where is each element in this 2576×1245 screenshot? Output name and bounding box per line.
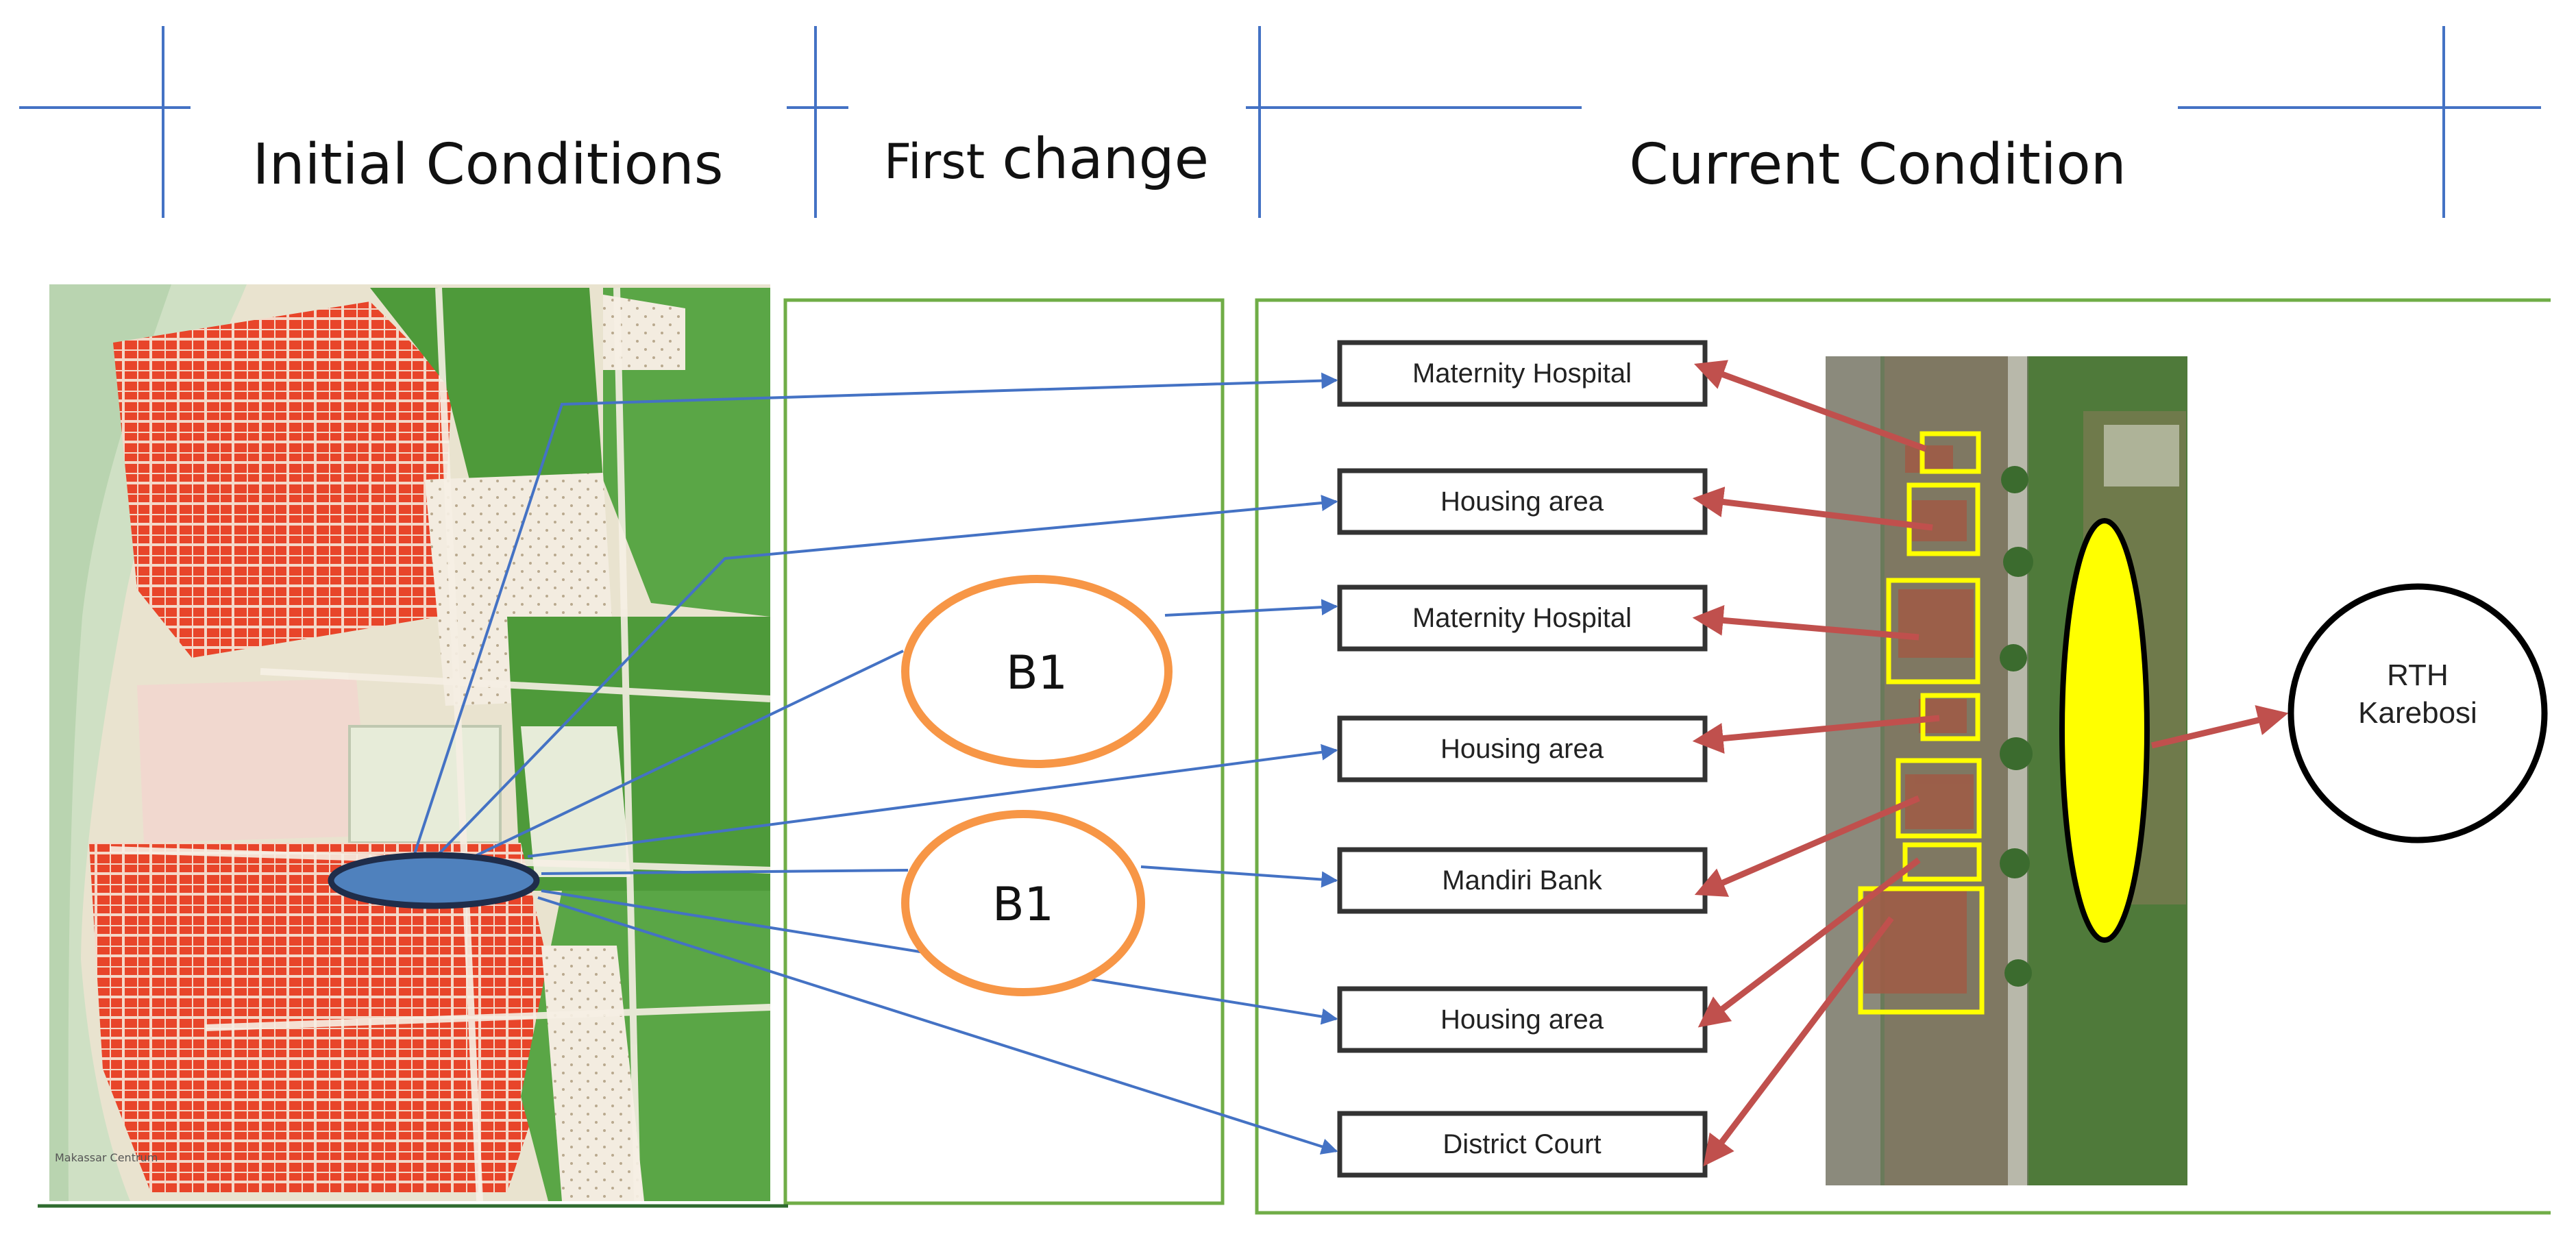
red-arrow-4	[1692, 715, 1940, 754]
map-legend-text: Makassar Centrum	[55, 1151, 158, 1164]
red-arrow-7	[1703, 916, 1894, 1167]
highlight-mandiri-bank	[1896, 758, 1982, 839]
label-box-district-court: District Court	[1337, 1111, 1708, 1178]
label-text-housing-area-3: Housing area	[1440, 1004, 1604, 1035]
rth-line-1: RTH	[2387, 658, 2449, 692]
red-arrow-6	[1697, 857, 1921, 1028]
historic-map: Makassar Centrum	[49, 284, 771, 1202]
karebosi-field-ellipse	[2059, 518, 2150, 943]
header-initial-conditions: Initial Conditions	[253, 132, 724, 197]
red-arrow-2	[1692, 486, 1933, 531]
highlighted-buildings	[1858, 431, 1985, 1015]
highlight-maternity-hospital-1	[1919, 431, 1981, 474]
label-text-maternity-hospital-1: Maternity Hospital	[1412, 358, 1632, 389]
header-first-word: First	[884, 134, 985, 190]
map-origin-ellipse	[328, 852, 540, 909]
red-arrow-rth	[2150, 705, 2289, 749]
header-change-word: change	[1002, 127, 1209, 192]
blue-arrow-4	[527, 743, 1338, 858]
current-condition-frame	[1255, 298, 2551, 1215]
label-box-maternity-hospital-2: Maternity Hospital	[1337, 584, 1708, 652]
label-text-maternity-hospital-2: Maternity Hospital	[1412, 603, 1632, 633]
red-arrow-3	[1692, 604, 1919, 641]
header-first-change: First change	[884, 127, 1209, 192]
header-current-condition: Current Condition	[1629, 132, 2126, 197]
b1-node-1: B1	[901, 575, 1173, 768]
blue-arrow-1	[411, 372, 1338, 861]
red-arrow-1	[1693, 360, 1927, 452]
b1-node-2: B1	[901, 810, 1145, 996]
label-box-mandiri-bank: Mandiri Bank	[1337, 847, 1708, 914]
b1-node-2-label: B1	[992, 878, 1054, 932]
label-text-mandiri-bank: Mandiri Bank	[1442, 865, 1602, 896]
highlight-maternity-hospital-2	[1886, 578, 1980, 685]
blue-arrow-3b	[1164, 599, 1338, 617]
red-arrows	[1692, 360, 2289, 1167]
label-text-housing-area-1: Housing area	[1440, 486, 1604, 517]
rth-line-2: Karebosi	[2358, 696, 2477, 730]
blue-arrow-5b	[1140, 865, 1338, 888]
label-text-housing-area-2: Housing area	[1440, 734, 1604, 764]
blue-arrows	[411, 372, 1338, 1155]
b1-node-1-label: B1	[1006, 646, 1068, 700]
label-box-housing-area-1: Housing area	[1337, 468, 1708, 535]
first-change-frame	[783, 298, 1225, 1205]
label-box-housing-area-3: Housing area	[1337, 986, 1708, 1053]
header-grid	[19, 26, 2541, 218]
building-label-boxes: Maternity Hospital Housing area Maternit…	[1337, 340, 1708, 1178]
red-arrow-5	[1694, 795, 1920, 897]
highlight-district-court	[1858, 886, 1985, 1015]
label-box-housing-area-2: Housing area	[1337, 715, 1708, 782]
blue-arrow-7	[537, 896, 1338, 1155]
highlight-housing-area-1	[1906, 482, 1980, 556]
blue-arrow-2	[432, 495, 1338, 861]
label-box-maternity-hospital-1: Maternity Hospital	[1337, 340, 1708, 407]
label-text-district-court: District Court	[1443, 1129, 1601, 1159]
blue-arrow-5	[541, 869, 909, 875]
highlight-housing-area-3	[1902, 842, 1982, 882]
rth-karebosi-node: RTH Karebosi	[2287, 583, 2548, 843]
blue-arrow-3	[445, 650, 904, 872]
